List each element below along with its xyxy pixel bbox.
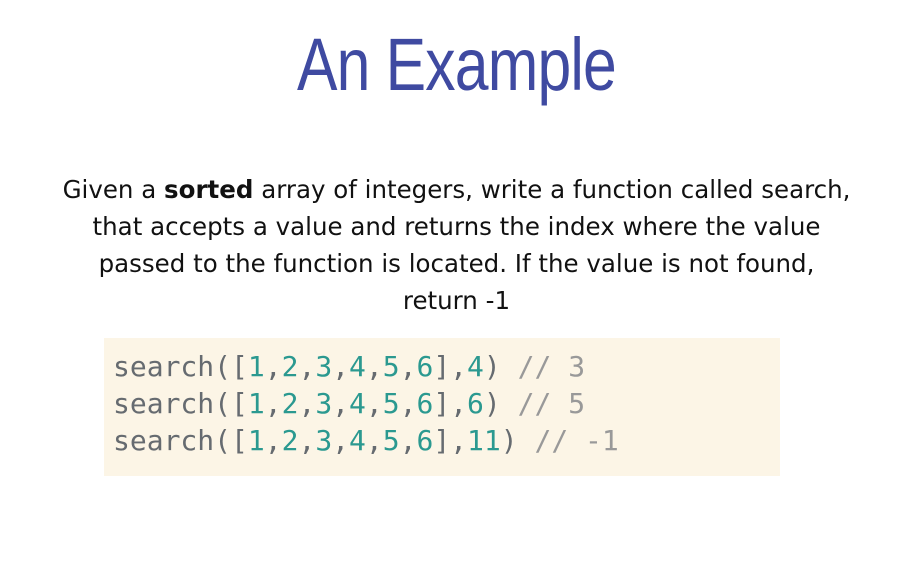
array-item: 2: [281, 387, 299, 420]
code-line: search([1,2,3,4,5,6],4) // 3: [113, 348, 619, 385]
array-separator: ,: [298, 350, 316, 383]
function-name: search: [113, 424, 215, 457]
expected-result-comment: // -1: [534, 424, 619, 457]
problem-description: Given a sorted array of integers, write …: [58, 171, 855, 319]
array-item: 4: [349, 350, 366, 383]
open-parenthesis-bracket: ([: [214, 424, 248, 457]
close-parenthesis: ): [483, 350, 518, 383]
expected-result-comment: // 3: [517, 350, 586, 383]
array-item: 2: [281, 424, 299, 457]
array-close-separator: ],: [433, 350, 468, 383]
array-item: 4: [349, 387, 366, 420]
array-separator: ,: [298, 387, 316, 420]
array-item: 6: [416, 387, 434, 420]
search-argument: 6: [467, 387, 484, 420]
array-item: 2: [281, 350, 299, 383]
code-line: search([1,2,3,4,5,6],6) // 5: [113, 385, 619, 422]
array-separator: ,: [332, 350, 350, 383]
array-item: 3: [315, 424, 333, 457]
array-item: 4: [349, 424, 366, 457]
array-separator: ,: [332, 424, 350, 457]
array-item: 3: [315, 387, 333, 420]
open-parenthesis-bracket: ([: [214, 350, 248, 383]
array-item: 5: [382, 424, 400, 457]
array-separator: ,: [264, 387, 282, 420]
array-separator: ,: [399, 350, 417, 383]
array-separator: ,: [365, 424, 383, 457]
close-parenthesis: ): [500, 424, 535, 457]
array-separator: ,: [399, 424, 417, 457]
slide-title: An Example: [297, 23, 617, 106]
array-item: 5: [382, 350, 400, 383]
array-item: 3: [315, 350, 333, 383]
array-item: 6: [416, 424, 434, 457]
description-body: array of integers, write a function call…: [92, 175, 851, 315]
array-item: 1: [247, 387, 265, 420]
array-item: 1: [247, 424, 265, 457]
array-separator: ,: [332, 387, 350, 420]
array-separator: ,: [298, 424, 316, 457]
close-parenthesis: ): [483, 387, 518, 420]
array-item: 5: [382, 387, 400, 420]
array-separator: ,: [399, 387, 417, 420]
function-name: search: [113, 350, 215, 383]
array-separator: ,: [365, 387, 383, 420]
array-item: 6: [416, 350, 434, 383]
description-emphasis: sorted: [164, 175, 254, 204]
code-line: search([1,2,3,4,5,6],11) // -1: [113, 422, 619, 459]
array-separator: ,: [365, 350, 383, 383]
array-item: 1: [247, 350, 265, 383]
array-separator: ,: [264, 350, 282, 383]
array-close-separator: ],: [433, 424, 468, 457]
search-argument: 4: [467, 350, 484, 383]
description-intro: Given a: [62, 175, 165, 204]
function-name: search: [113, 387, 215, 420]
search-argument: 11: [467, 424, 501, 457]
array-close-separator: ],: [433, 387, 468, 420]
open-parenthesis-bracket: ([: [214, 387, 248, 420]
array-separator: ,: [264, 424, 282, 457]
expected-result-comment: // 5: [517, 387, 586, 420]
